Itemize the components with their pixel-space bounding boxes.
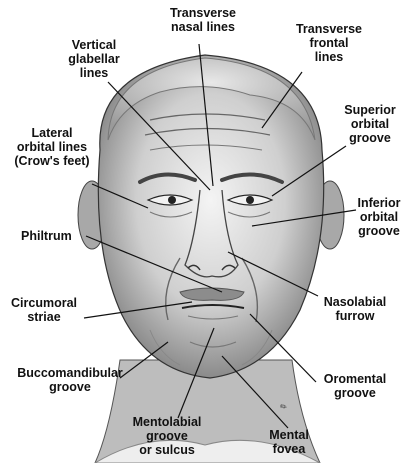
label-philtrum: Philtrum (21, 229, 91, 243)
label-circumoral-striae: Circumoral striae (1, 296, 87, 324)
label-mentolabial-groove: Mentolabial groove or sulcus (114, 415, 220, 457)
mustache (180, 288, 244, 300)
label-nasolabial-furrow: Nasolabial furrow (312, 295, 398, 323)
label-inferior-orbital-groove: Inferior orbital groove (350, 196, 408, 238)
label-transverse-nasal-lines: Transverse nasal lines (158, 6, 248, 34)
label-mental-fovea: Mental fovea (254, 428, 324, 456)
label-superior-orbital-groove: Superior orbital groove (332, 103, 408, 145)
label-transverse-frontal-lines: Transverse frontal lines (288, 22, 370, 64)
label-oromental-groove: Oromental groove (312, 372, 398, 400)
label-lateral-orbital-lines: Lateral orbital lines (Crow's feet) (2, 126, 102, 168)
label-vertical-glabellar-lines: Vertical glabellar lines (56, 38, 132, 80)
label-buccomandibular-groove: Buccomandibular groove (10, 366, 130, 394)
